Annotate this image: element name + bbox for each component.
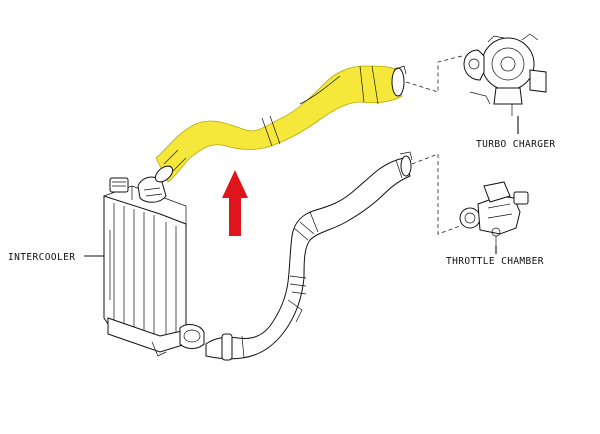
up-arrow-icon bbox=[222, 170, 248, 236]
turbo-charger bbox=[463, 33, 547, 116]
turbo-dashed-line bbox=[405, 55, 463, 93]
intercooler-label: INTERCOOLER bbox=[8, 252, 75, 263]
throttle-dashed-line bbox=[411, 153, 461, 235]
highlighted-intercooler-inlet-hose bbox=[154, 65, 407, 183]
throttle-chamber-label: THROTTLE CHAMBER bbox=[446, 256, 544, 267]
turbo-charger-label: TURBO CHARGER bbox=[476, 139, 556, 150]
intercooler bbox=[103, 176, 205, 357]
throttle-chamber-hose bbox=[205, 151, 413, 361]
throttle-chamber bbox=[459, 181, 529, 246]
